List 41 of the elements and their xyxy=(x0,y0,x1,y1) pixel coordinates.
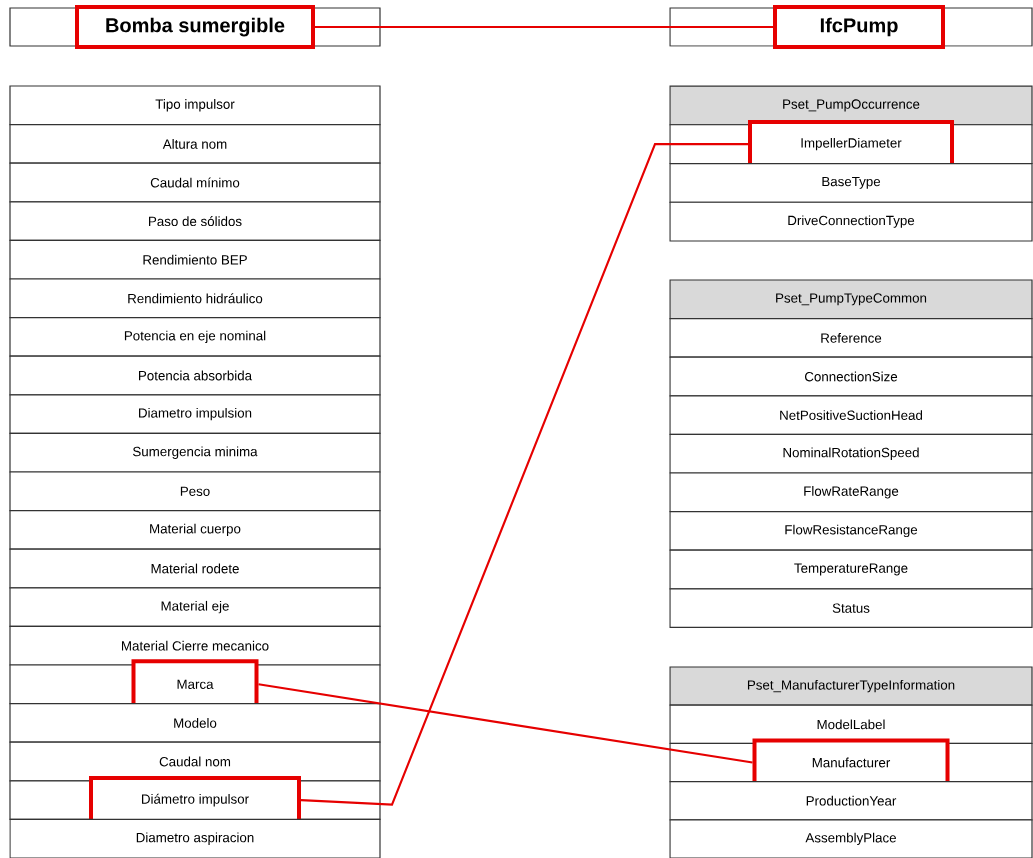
highlight-box: Manufacturer xyxy=(752,738,950,787)
table-cell: FlowRateRange xyxy=(669,472,1033,513)
table-cell: Altura nom xyxy=(9,124,381,164)
table-cell: Tipo impulsor xyxy=(9,85,381,126)
table-cell: Potencia en eje nominal xyxy=(9,317,381,357)
table-cell: Peso xyxy=(9,471,381,512)
table-cell: NetPositiveSuctionHead xyxy=(669,395,1033,435)
table-cell: Material cuerpo xyxy=(9,510,381,550)
highlight-box: Diámetro impulsor xyxy=(89,776,301,825)
table-cell: AssemblyPlace xyxy=(669,819,1033,858)
table-cell: Reference xyxy=(669,318,1033,358)
table-cell: Diametro aspiracion xyxy=(9,818,381,858)
table-cell: ModelLabel xyxy=(669,704,1033,744)
table-cell: DriveConnectionType xyxy=(669,201,1033,242)
header-cell: Pset_PumpTypeCommon xyxy=(669,279,1033,320)
table-cell: Sumergencia minima xyxy=(9,432,381,473)
table-cell: Rendimiento BEP xyxy=(9,239,381,280)
highlight-box: Marca xyxy=(131,659,259,710)
connector-line xyxy=(300,143,748,806)
header-cell: Pset_PumpOccurrence xyxy=(669,85,1033,126)
table-cell: Diametro impulsion xyxy=(9,394,381,434)
highlight-box: ImpellerDiameter xyxy=(748,120,954,169)
table-cell: Rendimiento hidráulico xyxy=(9,278,381,319)
connector-line xyxy=(258,683,753,764)
table-cell: Caudal nom xyxy=(9,741,381,782)
table-cell: FlowResistanceRange xyxy=(669,511,1033,551)
table-cell: ConnectionSize xyxy=(669,356,1033,397)
table-cell: Status xyxy=(669,588,1033,628)
table-cell: TemperatureRange xyxy=(669,549,1033,590)
table-cell: Material eje xyxy=(9,587,381,627)
header-cell: Pset_ManufacturerTypeInformation xyxy=(669,666,1033,706)
connector-line xyxy=(315,25,773,29)
table-cell: Material rodete xyxy=(9,548,381,589)
table-cell: ProductionYear xyxy=(669,781,1033,821)
table-cell: BaseType xyxy=(669,162,1033,203)
table-cell: NominalRotationSpeed xyxy=(669,433,1033,474)
table-cell: Potencia absorbida xyxy=(9,355,381,396)
table-cell: Caudal mínimo xyxy=(9,162,381,203)
highlight-box: Bomba sumergible xyxy=(75,5,315,49)
highlight-box: IfcPump xyxy=(773,5,945,49)
table-cell: Paso de sólidos xyxy=(9,201,381,241)
